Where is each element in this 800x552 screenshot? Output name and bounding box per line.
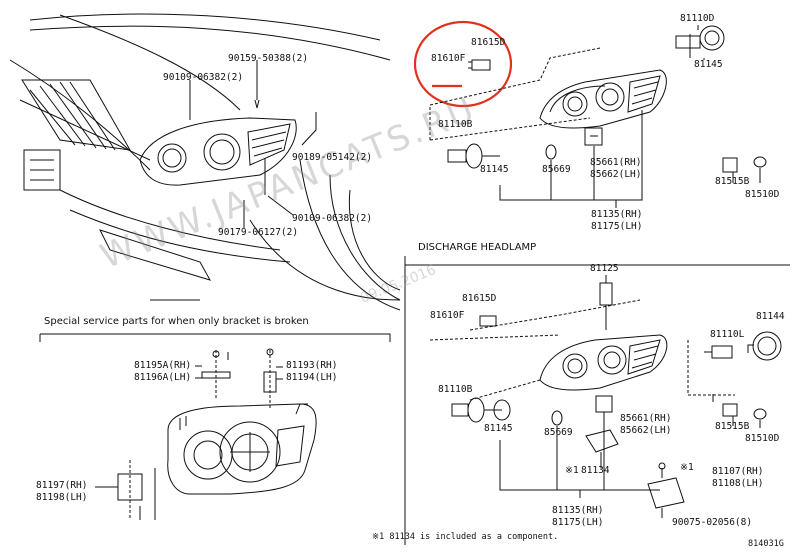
part-label-81615D-top[interactable]: 81615D (471, 37, 506, 48)
section-title-special: Special service parts for when only brac… (44, 316, 309, 327)
part-label-90179-06127[interactable]: 90179-06127(2) (218, 227, 299, 238)
mark-81107: ※1 (680, 462, 694, 473)
part-label-81125[interactable]: 81125 (590, 263, 619, 274)
mark-81134: ※1 (565, 465, 579, 476)
car-front-illustration (9, 13, 401, 311)
part-label-81110B-bot[interactable]: 81110B (438, 384, 473, 395)
part-label-81195A[interactable]: 81195A(RH) (134, 360, 192, 371)
part-label-81135-bot[interactable]: 81135(RH) (552, 505, 604, 516)
part-label-81615D-bot[interactable]: 81615D (462, 293, 497, 304)
part-label-81610F-bot[interactable]: 81610F (430, 310, 465, 321)
part-label-85662-bot[interactable]: 85662(LH) (620, 425, 672, 436)
part-label-81108[interactable]: 81108(LH) (712, 478, 764, 489)
discharge-headlamp-exploded (404, 256, 790, 545)
part-label-81515B-top[interactable]: 81515B (715, 176, 750, 187)
diagram-code: 814031G (748, 539, 784, 549)
part-label-85661-bot[interactable]: 85661(RH) (620, 413, 672, 424)
part-label-81610F-top[interactable]: 81610F (431, 53, 466, 64)
part-label-85662-top[interactable]: 85662(LH) (590, 169, 642, 180)
part-label-81145-top-left[interactable]: 81145 (480, 164, 509, 175)
part-label-81134[interactable]: 81134 (581, 465, 610, 476)
part-label-85669-top[interactable]: 85669 (542, 164, 571, 175)
footnote: ※1 81134 is included as a component. (372, 532, 559, 542)
part-label-81196A[interactable]: 81196A(LH) (134, 372, 192, 383)
part-label-81110L[interactable]: 81110L (710, 329, 745, 340)
part-label-81198[interactable]: 81198(LH) (36, 492, 88, 503)
part-label-81175-bot[interactable]: 81175(LH) (552, 517, 604, 528)
part-label-81144[interactable]: 81144 (756, 311, 785, 322)
part-label-81515B-bot[interactable]: 81515B (715, 421, 750, 432)
part-label-81107[interactable]: 81107(RH) (712, 466, 764, 477)
part-label-81197[interactable]: 81197(RH) (36, 480, 88, 491)
section-title-discharge: DISCHARGE HEADLAMP (418, 242, 537, 253)
bracket-service-section (39, 333, 391, 520)
car-headlamp-illustration (139, 117, 297, 186)
part-label-81510D-top[interactable]: 81510D (745, 189, 780, 200)
part-label-85669-bot[interactable]: 85669 (544, 427, 573, 438)
part-label-90189-05142[interactable]: 90189-05142(2) (292, 152, 373, 163)
part-label-81135-top[interactable]: 81135(RH) (591, 209, 643, 220)
part-label-90109-06382-b[interactable]: 90109-06382(2) (292, 213, 373, 224)
part-label-81193[interactable]: 81193(RH) (286, 360, 338, 371)
part-label-81110B-top[interactable]: 81110B (438, 119, 473, 130)
part-label-81175-top[interactable]: 81175(LH) (591, 221, 643, 232)
part-label-81145-top-right[interactable]: 81145 (694, 59, 723, 70)
part-label-90159-50388[interactable]: 90159-50388(2) (228, 53, 309, 64)
part-label-85661-top[interactable]: 85661(RH) (590, 157, 642, 168)
part-label-81510D-bot[interactable]: 81510D (745, 433, 780, 444)
part-label-81145-bot[interactable]: 81145 (484, 423, 513, 434)
part-label-90109-06382-a[interactable]: 90109-06382(2) (163, 72, 244, 83)
part-label-81110D[interactable]: 81110D (680, 13, 715, 24)
part-label-90075-02056[interactable]: 90075-02056(8) (672, 517, 753, 528)
part-label-81194[interactable]: 81194(LH) (286, 372, 338, 383)
upper-headlamp-exploded (413, 20, 767, 208)
